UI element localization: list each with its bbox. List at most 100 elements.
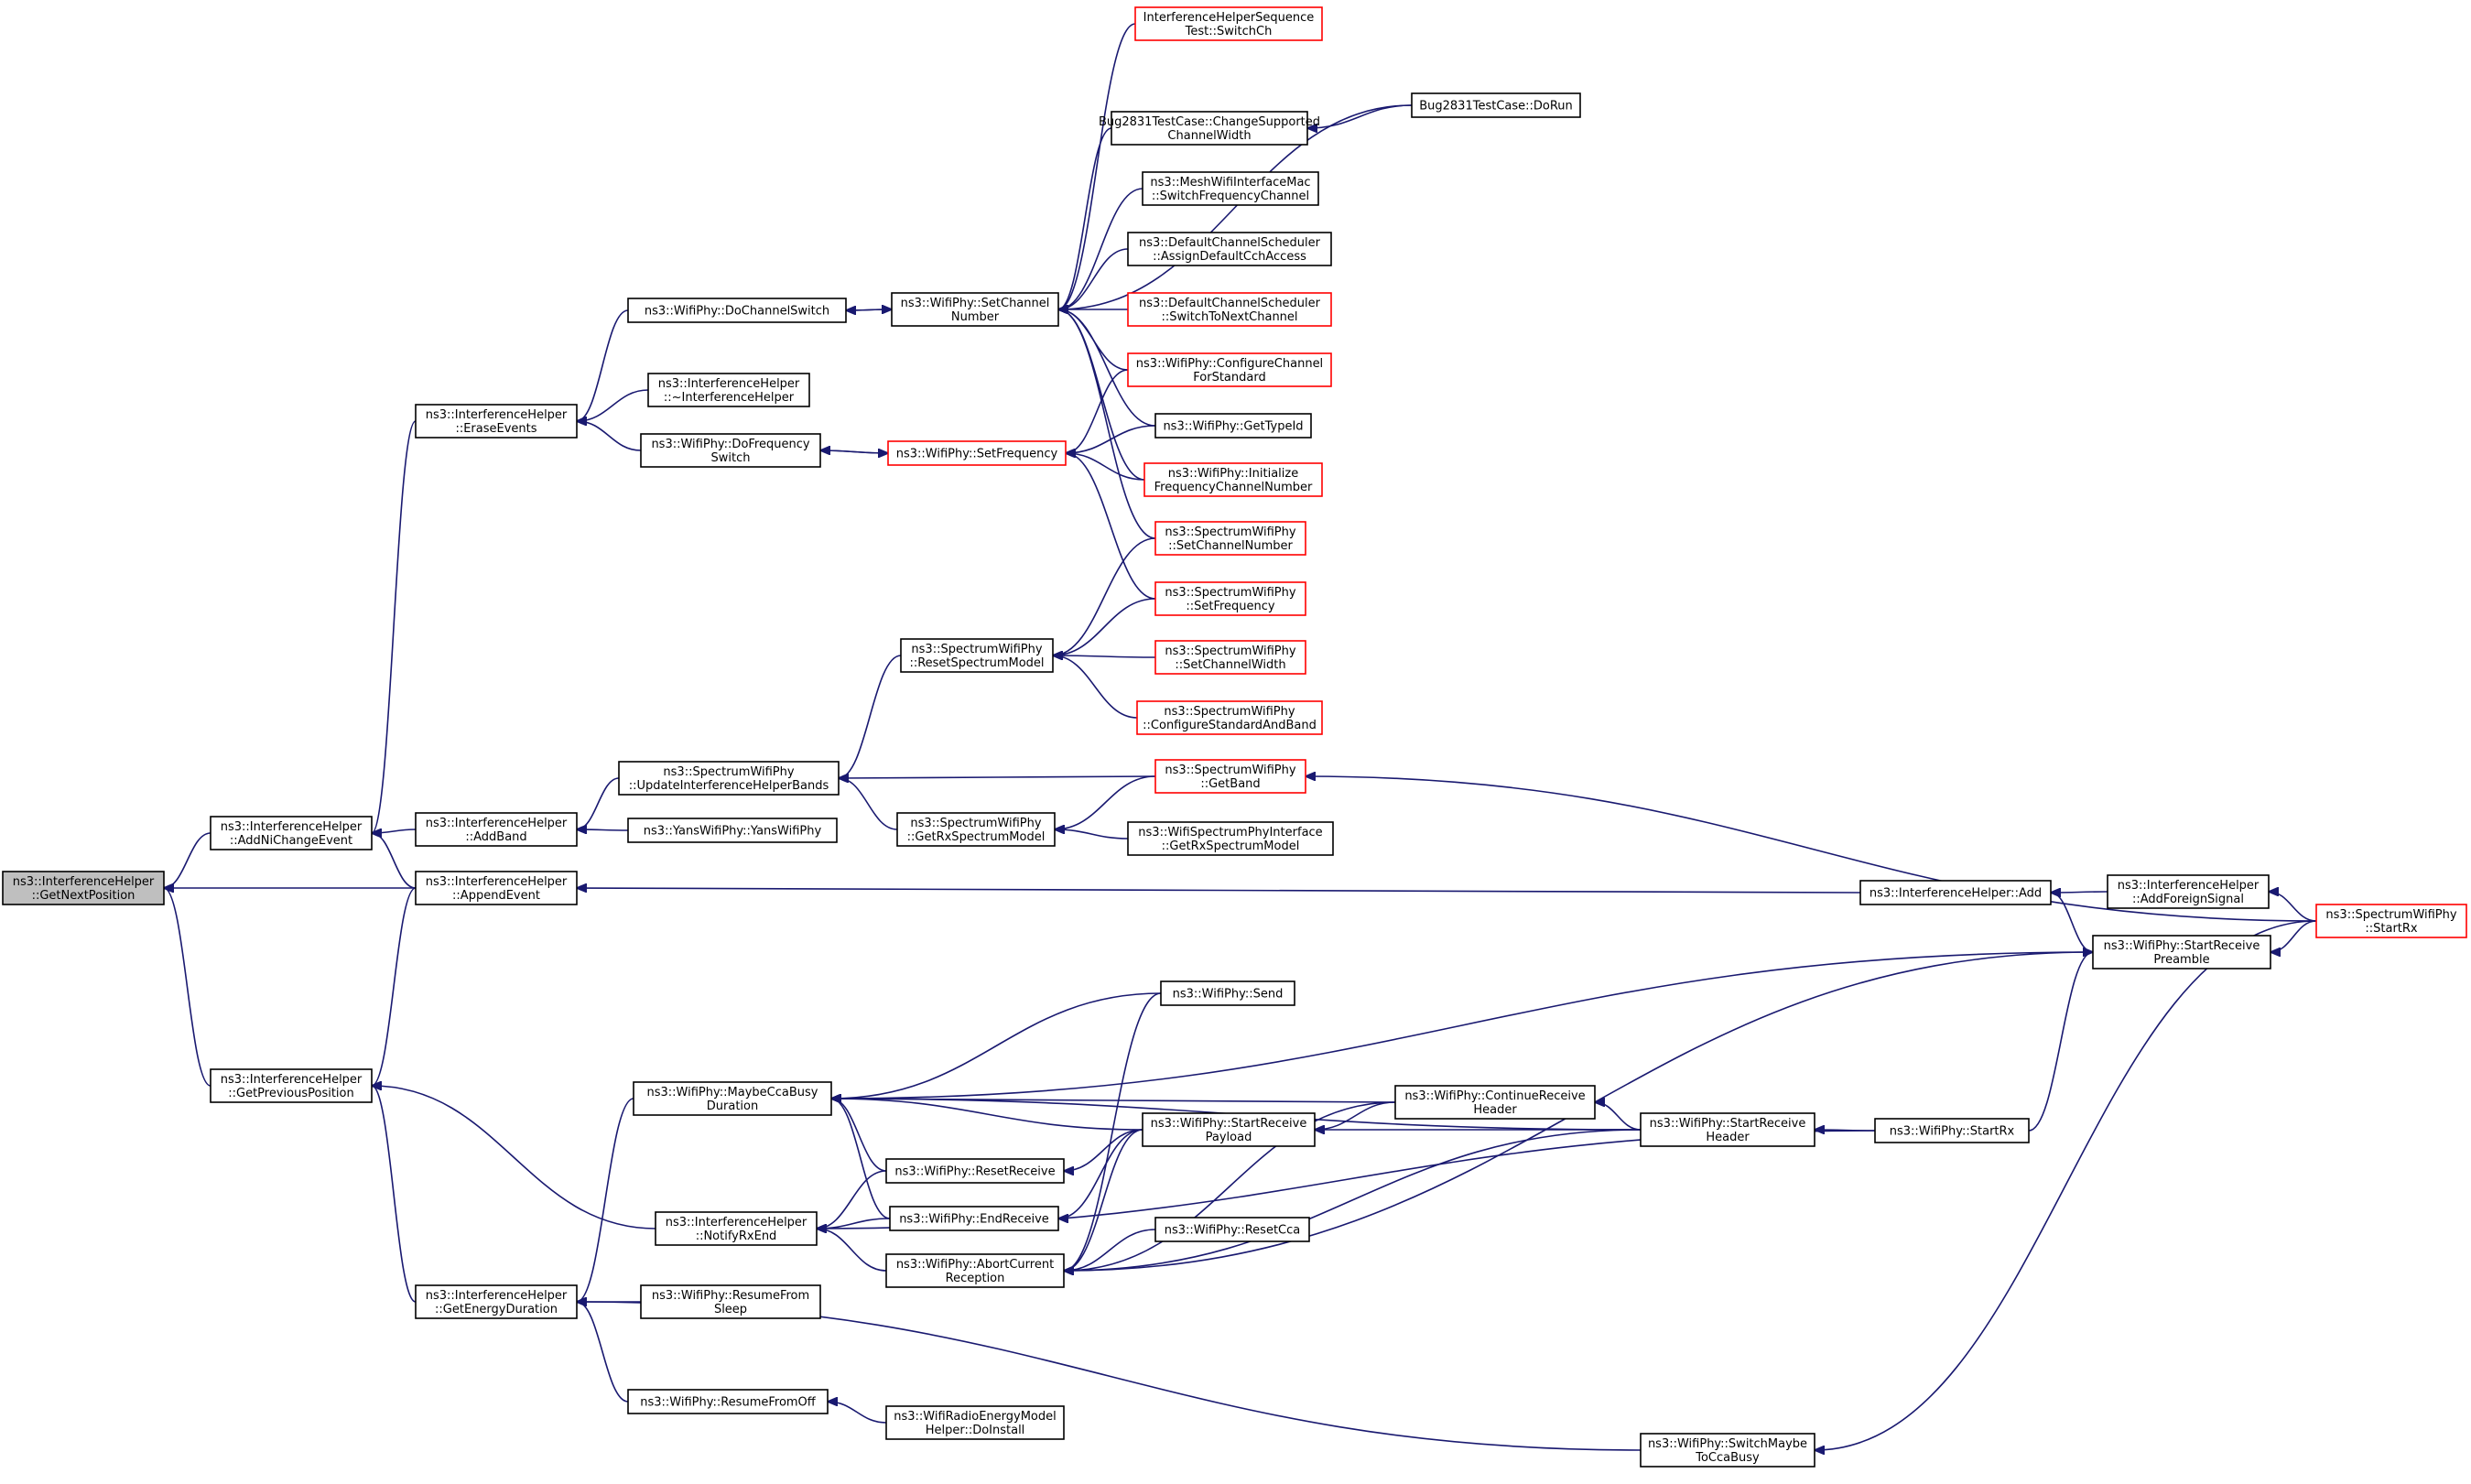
- call-edge: [372, 833, 417, 889]
- node-label: ns3::InterferenceHelper: [13, 875, 155, 889]
- function-node[interactable]: ns3::YansWifiPhy::YansWifiPhy: [627, 818, 838, 843]
- function-node[interactable]: ns3::SpectrumWifiPhy::ResetSpectrumModel: [900, 638, 1054, 673]
- node-label: ::GetBand: [1200, 777, 1260, 791]
- function-node[interactable]: ns3::WifiPhy::ResetReceive: [885, 1158, 1065, 1184]
- call-edge: [831, 1099, 887, 1172]
- node-label: ::GetPreviousPosition: [228, 1087, 353, 1100]
- function-node[interactable]: ns3::WifiPhy::Send: [1160, 980, 1295, 1006]
- call-edge: [577, 1302, 629, 1403]
- function-node[interactable]: ns3::WifiPhy::SetFrequency: [887, 440, 1067, 466]
- node-label: ns3::InterferenceHelper: [2118, 879, 2260, 893]
- function-node[interactable]: ns3::InterferenceHelper::AppendEvent: [415, 871, 578, 905]
- node-label: ns3::WifiPhy::Send: [1173, 988, 1284, 1002]
- node-box: [210, 1068, 373, 1103]
- node-label: ns3::DefaultChannelScheduler: [1139, 236, 1321, 250]
- node-label: ::GetNextPosition: [32, 889, 135, 903]
- function-node[interactable]: ns3::SpectrumWifiPhy::GetBand: [1154, 759, 1306, 794]
- function-node[interactable]: ns3::InterferenceHelper::AddForeignSigna…: [2107, 874, 2270, 909]
- function-node[interactable]: ns3::InterferenceHelper::GetPreviousPosi…: [210, 1068, 373, 1103]
- function-node[interactable]: ns3::InterferenceHelper::NotifyRxEnd: [655, 1211, 818, 1246]
- call-edge: [372, 1086, 417, 1303]
- node-label: Payload: [1206, 1131, 1252, 1144]
- function-node[interactable]: ns3::WifiPhy::StartRx: [1874, 1118, 2030, 1143]
- node-label: Bug2831TestCase::ChangeSupported: [1099, 115, 1320, 129]
- function-node[interactable]: ns3::WifiPhy::ConfigureChannelForStandar…: [1127, 352, 1332, 387]
- node-label: FrequencyChannelNumber: [1154, 481, 1313, 494]
- call-edge: [831, 992, 1162, 1099]
- function-node[interactable]: ns3::InterferenceHelper::AddNiChangeEven…: [210, 816, 373, 850]
- function-node[interactable]: ns3::WifiRadioEnergyModelHelper::DoInsta…: [885, 1405, 1065, 1440]
- function-node[interactable]: ns3::WifiSpectrumPhyInterface::GetRxSpec…: [1127, 821, 1334, 856]
- node-label: ns3::InterferenceHelper: [426, 817, 568, 830]
- call-edge: [1307, 104, 1413, 128]
- function-node[interactable]: ns3::WifiPhy::DoChannelSwitch: [627, 298, 847, 323]
- function-node[interactable]: ns3::WifiPhy::EndReceive: [889, 1206, 1059, 1231]
- node-box: [627, 298, 847, 323]
- node-label: Helper::DoInstall: [926, 1424, 1025, 1437]
- function-node[interactable]: ns3::InterferenceHelper::GetEnergyDurati…: [415, 1284, 578, 1319]
- node-label: Header: [1473, 1103, 1517, 1117]
- function-node[interactable]: ns3::InterferenceHelper::AddBand: [415, 812, 578, 847]
- node-box: [1142, 1112, 1316, 1147]
- node-label: ns3::SpectrumWifiPhy: [1165, 586, 1295, 600]
- node-box: [889, 1206, 1059, 1231]
- call-edge: [164, 888, 211, 1087]
- call-edge: [1064, 1129, 1143, 1271]
- function-node[interactable]: ns3::SpectrumWifiPhy::SetChannelNumber: [1154, 521, 1306, 556]
- call-edge: [1306, 776, 2317, 922]
- function-node[interactable]: ns3::WifiPhy::GetTypeId: [1154, 413, 1312, 439]
- function-node[interactable]: ns3::MeshWifiInterfaceMac::SwitchFrequen…: [1142, 171, 1319, 206]
- call-edge: [1064, 1101, 1396, 1271]
- node-label: ns3::WifiPhy::ConfigureChannel: [1136, 357, 1323, 371]
- node-box: [1127, 352, 1332, 387]
- node-box: [885, 1253, 1065, 1288]
- call-edge: [817, 1229, 887, 1272]
- function-node[interactable]: ns3::InterferenceHelper::Add: [1859, 880, 2052, 905]
- function-node[interactable]: ns3::SpectrumWifiPhy::GetRxSpectrumModel: [896, 812, 1056, 847]
- function-node[interactable]: ns3::SpectrumWifiPhy::SetChannelWidth: [1154, 640, 1306, 675]
- node-label: ns3::WifiPhy::SetFrequency: [896, 448, 1058, 461]
- function-node[interactable]: ns3::DefaultChannelScheduler::SwitchToNe…: [1127, 292, 1332, 327]
- function-node[interactable]: ns3::WifiPhy::ResumeFromOff: [627, 1389, 829, 1414]
- function-node[interactable]: Bug2831TestCase::DoRun: [1411, 92, 1581, 118]
- function-node[interactable]: Bug2831TestCase::ChangeSupportedChannelW…: [1099, 111, 1320, 146]
- call-edge: [2271, 920, 2317, 952]
- node-box: [2092, 935, 2271, 969]
- node-label: ::NotifyRxEnd: [696, 1229, 777, 1243]
- node-box: [1136, 700, 1323, 735]
- function-node[interactable]: ns3::WifiPhy::ResetCca: [1154, 1217, 1310, 1242]
- function-node[interactable]: ns3::WifiPhy::InitializeFrequencyChannel…: [1143, 462, 1323, 497]
- call-edge: [577, 1302, 1642, 1451]
- call-edge: [831, 1099, 1143, 1131]
- node-label: ns3::WifiPhy::DoChannelSwitch: [645, 305, 829, 319]
- function-node[interactable]: ns3::SpectrumWifiPhy::StartRx: [2315, 904, 2467, 938]
- node-label: ns3::SpectrumWifiPhy: [1165, 764, 1295, 777]
- function-node[interactable]: ns3::SpectrumWifiPhy::ConfigureStandardA…: [1136, 700, 1323, 735]
- node-box: [885, 1158, 1065, 1184]
- function-node[interactable]: ns3::InterferenceHelper::EraseEvents: [415, 404, 578, 439]
- node-box: [891, 292, 1059, 327]
- node-label: ns3::WifiPhy::ResumeFrom: [652, 1289, 809, 1303]
- function-node[interactable]: ns3::InterferenceHelper::~InterferenceHe…: [647, 373, 810, 407]
- call-edge: [1053, 655, 1156, 657]
- node-box: [1127, 821, 1334, 856]
- node-label: Test::SwitchCh: [1185, 25, 1273, 38]
- node-box: [1874, 1118, 2030, 1143]
- function-node[interactable]: ns3::SpectrumWifiPhy::SetFrequency: [1154, 581, 1306, 616]
- call-edge: [1066, 453, 1156, 600]
- function-node[interactable]: ns3::DefaultChannelScheduler::AssignDefa…: [1127, 232, 1332, 266]
- node-box: [415, 871, 578, 905]
- function-node[interactable]: ns3::WifiPhy::SetChannelNumber: [891, 292, 1059, 327]
- node-label: ns3::SpectrumWifiPhy: [1165, 525, 1295, 539]
- function-node[interactable]: ns3::SpectrumWifiPhy::UpdateInterference…: [618, 761, 840, 796]
